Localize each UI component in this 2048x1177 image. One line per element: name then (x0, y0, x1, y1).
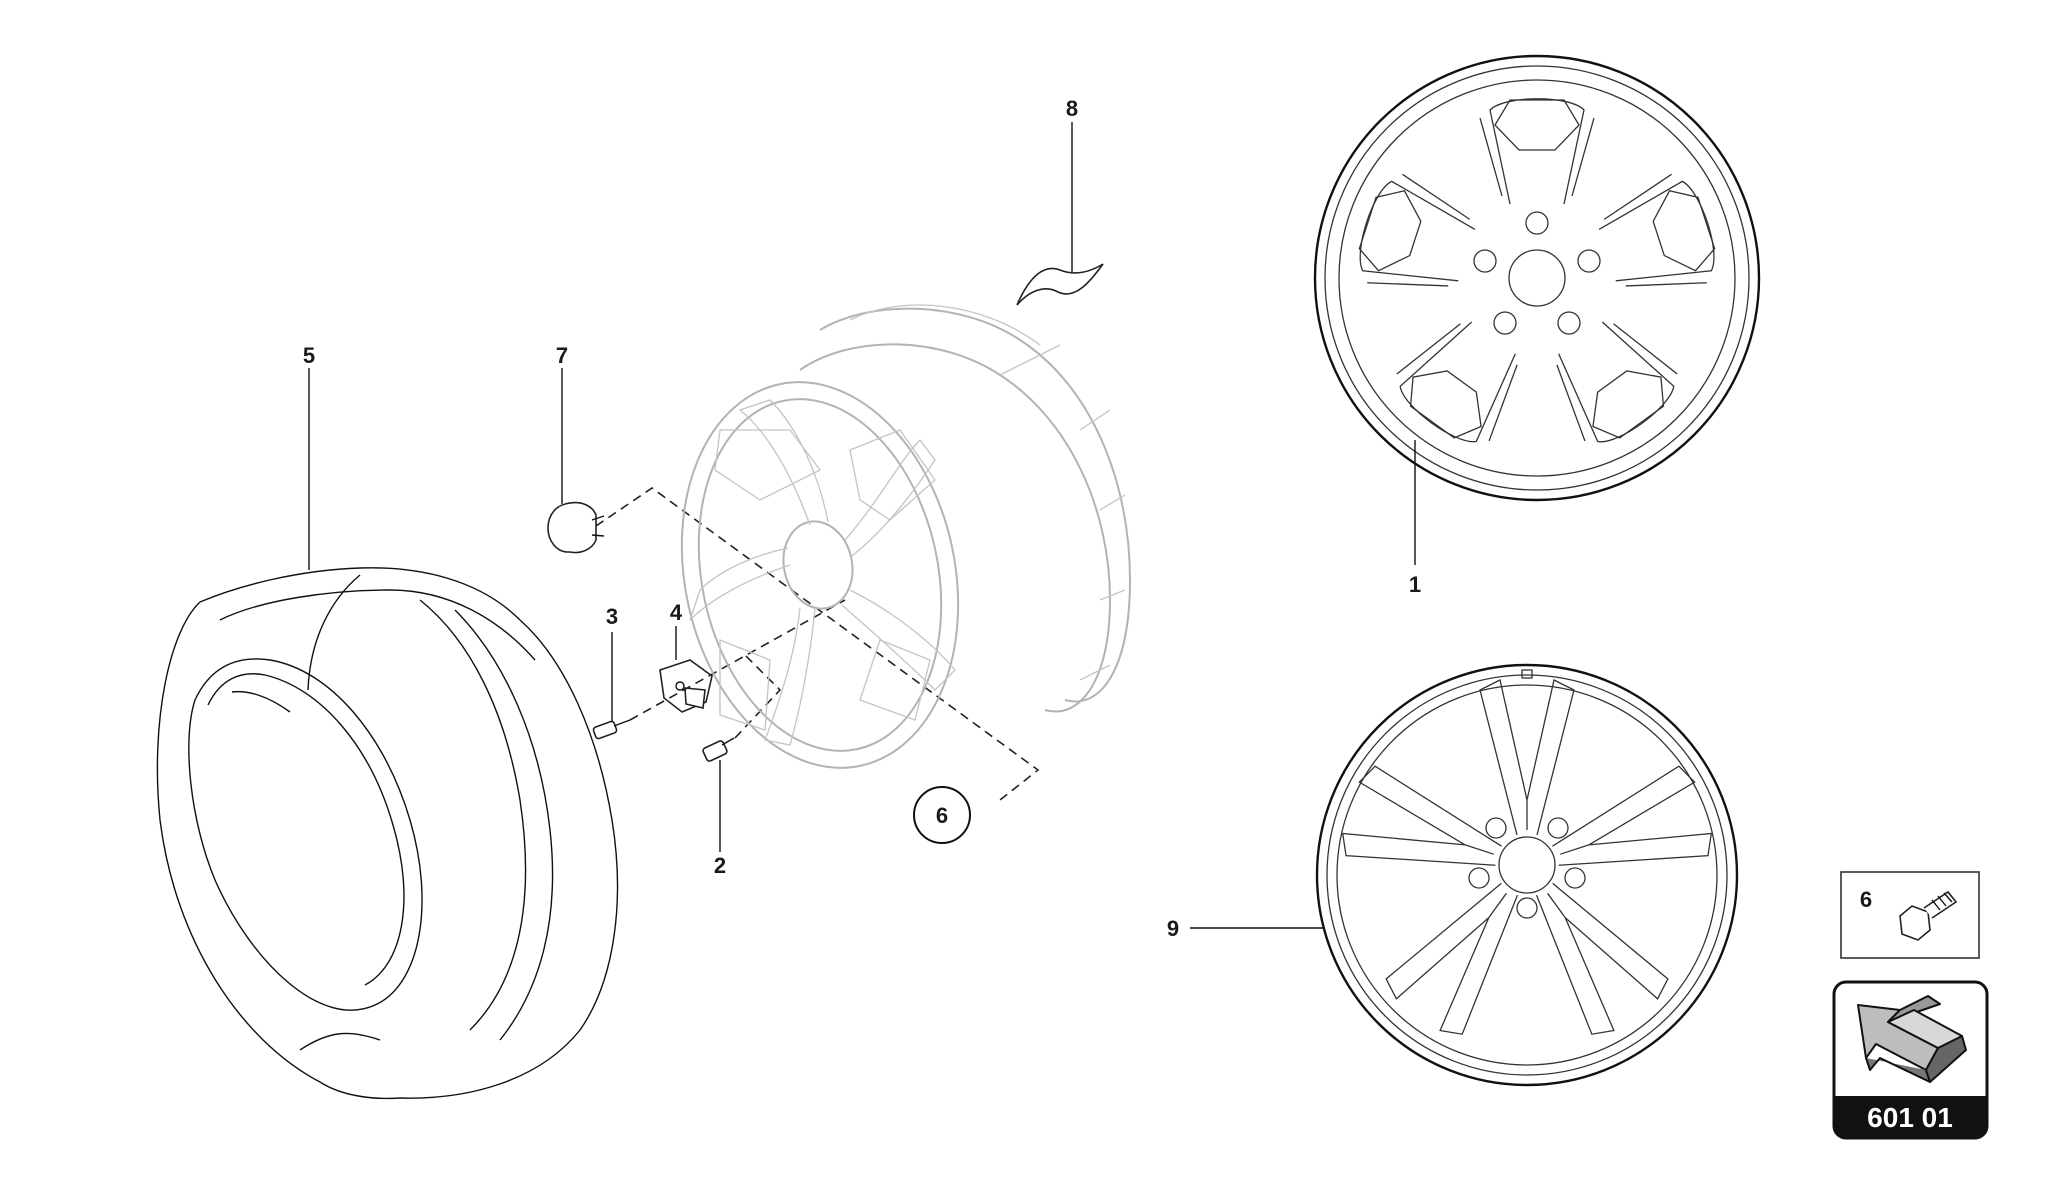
callout-8[interactable]: 8 (1066, 96, 1078, 121)
ghosted-wheel-rim (680, 304, 1132, 769)
callout-4[interactable]: 4 (670, 600, 683, 625)
callout-2[interactable]: 2 (714, 853, 726, 878)
wheel-variant-9[interactable] (1315, 663, 1739, 1087)
callout-1[interactable]: 1 (1409, 572, 1421, 597)
callout-3[interactable]: 3 (606, 604, 618, 629)
callout-6: 6 (936, 803, 948, 828)
valve-part-2[interactable] (702, 737, 735, 762)
callout-7[interactable]: 7 (556, 343, 568, 368)
valve-stem-part-3[interactable] (592, 719, 631, 740)
callout-5[interactable]: 5 (303, 343, 315, 368)
callout-9[interactable]: 9 (1167, 916, 1179, 941)
wheel-bolt-icon (1899, 890, 1958, 941)
inset-box-bolt[interactable]: 6 (1840, 871, 1980, 959)
reference-code: 601 01 (1867, 1102, 1953, 1133)
reference-badge[interactable]: 601 01 (1832, 980, 1989, 1140)
navigation-arrow-icon (1857, 995, 1967, 1083)
wheel-variant-1[interactable] (1313, 54, 1761, 502)
tire-part-5[interactable] (156, 567, 619, 1100)
inset-box-label: 6 (1860, 887, 1872, 912)
bolt-reference-circle-6[interactable]: 6 (913, 786, 971, 844)
sticker-part-8[interactable] (1016, 263, 1104, 306)
tpms-sensor-part-4[interactable] (659, 659, 713, 713)
assembly-dashed-lines (595, 487, 1040, 801)
center-cap-part-7[interactable] (547, 501, 605, 554)
